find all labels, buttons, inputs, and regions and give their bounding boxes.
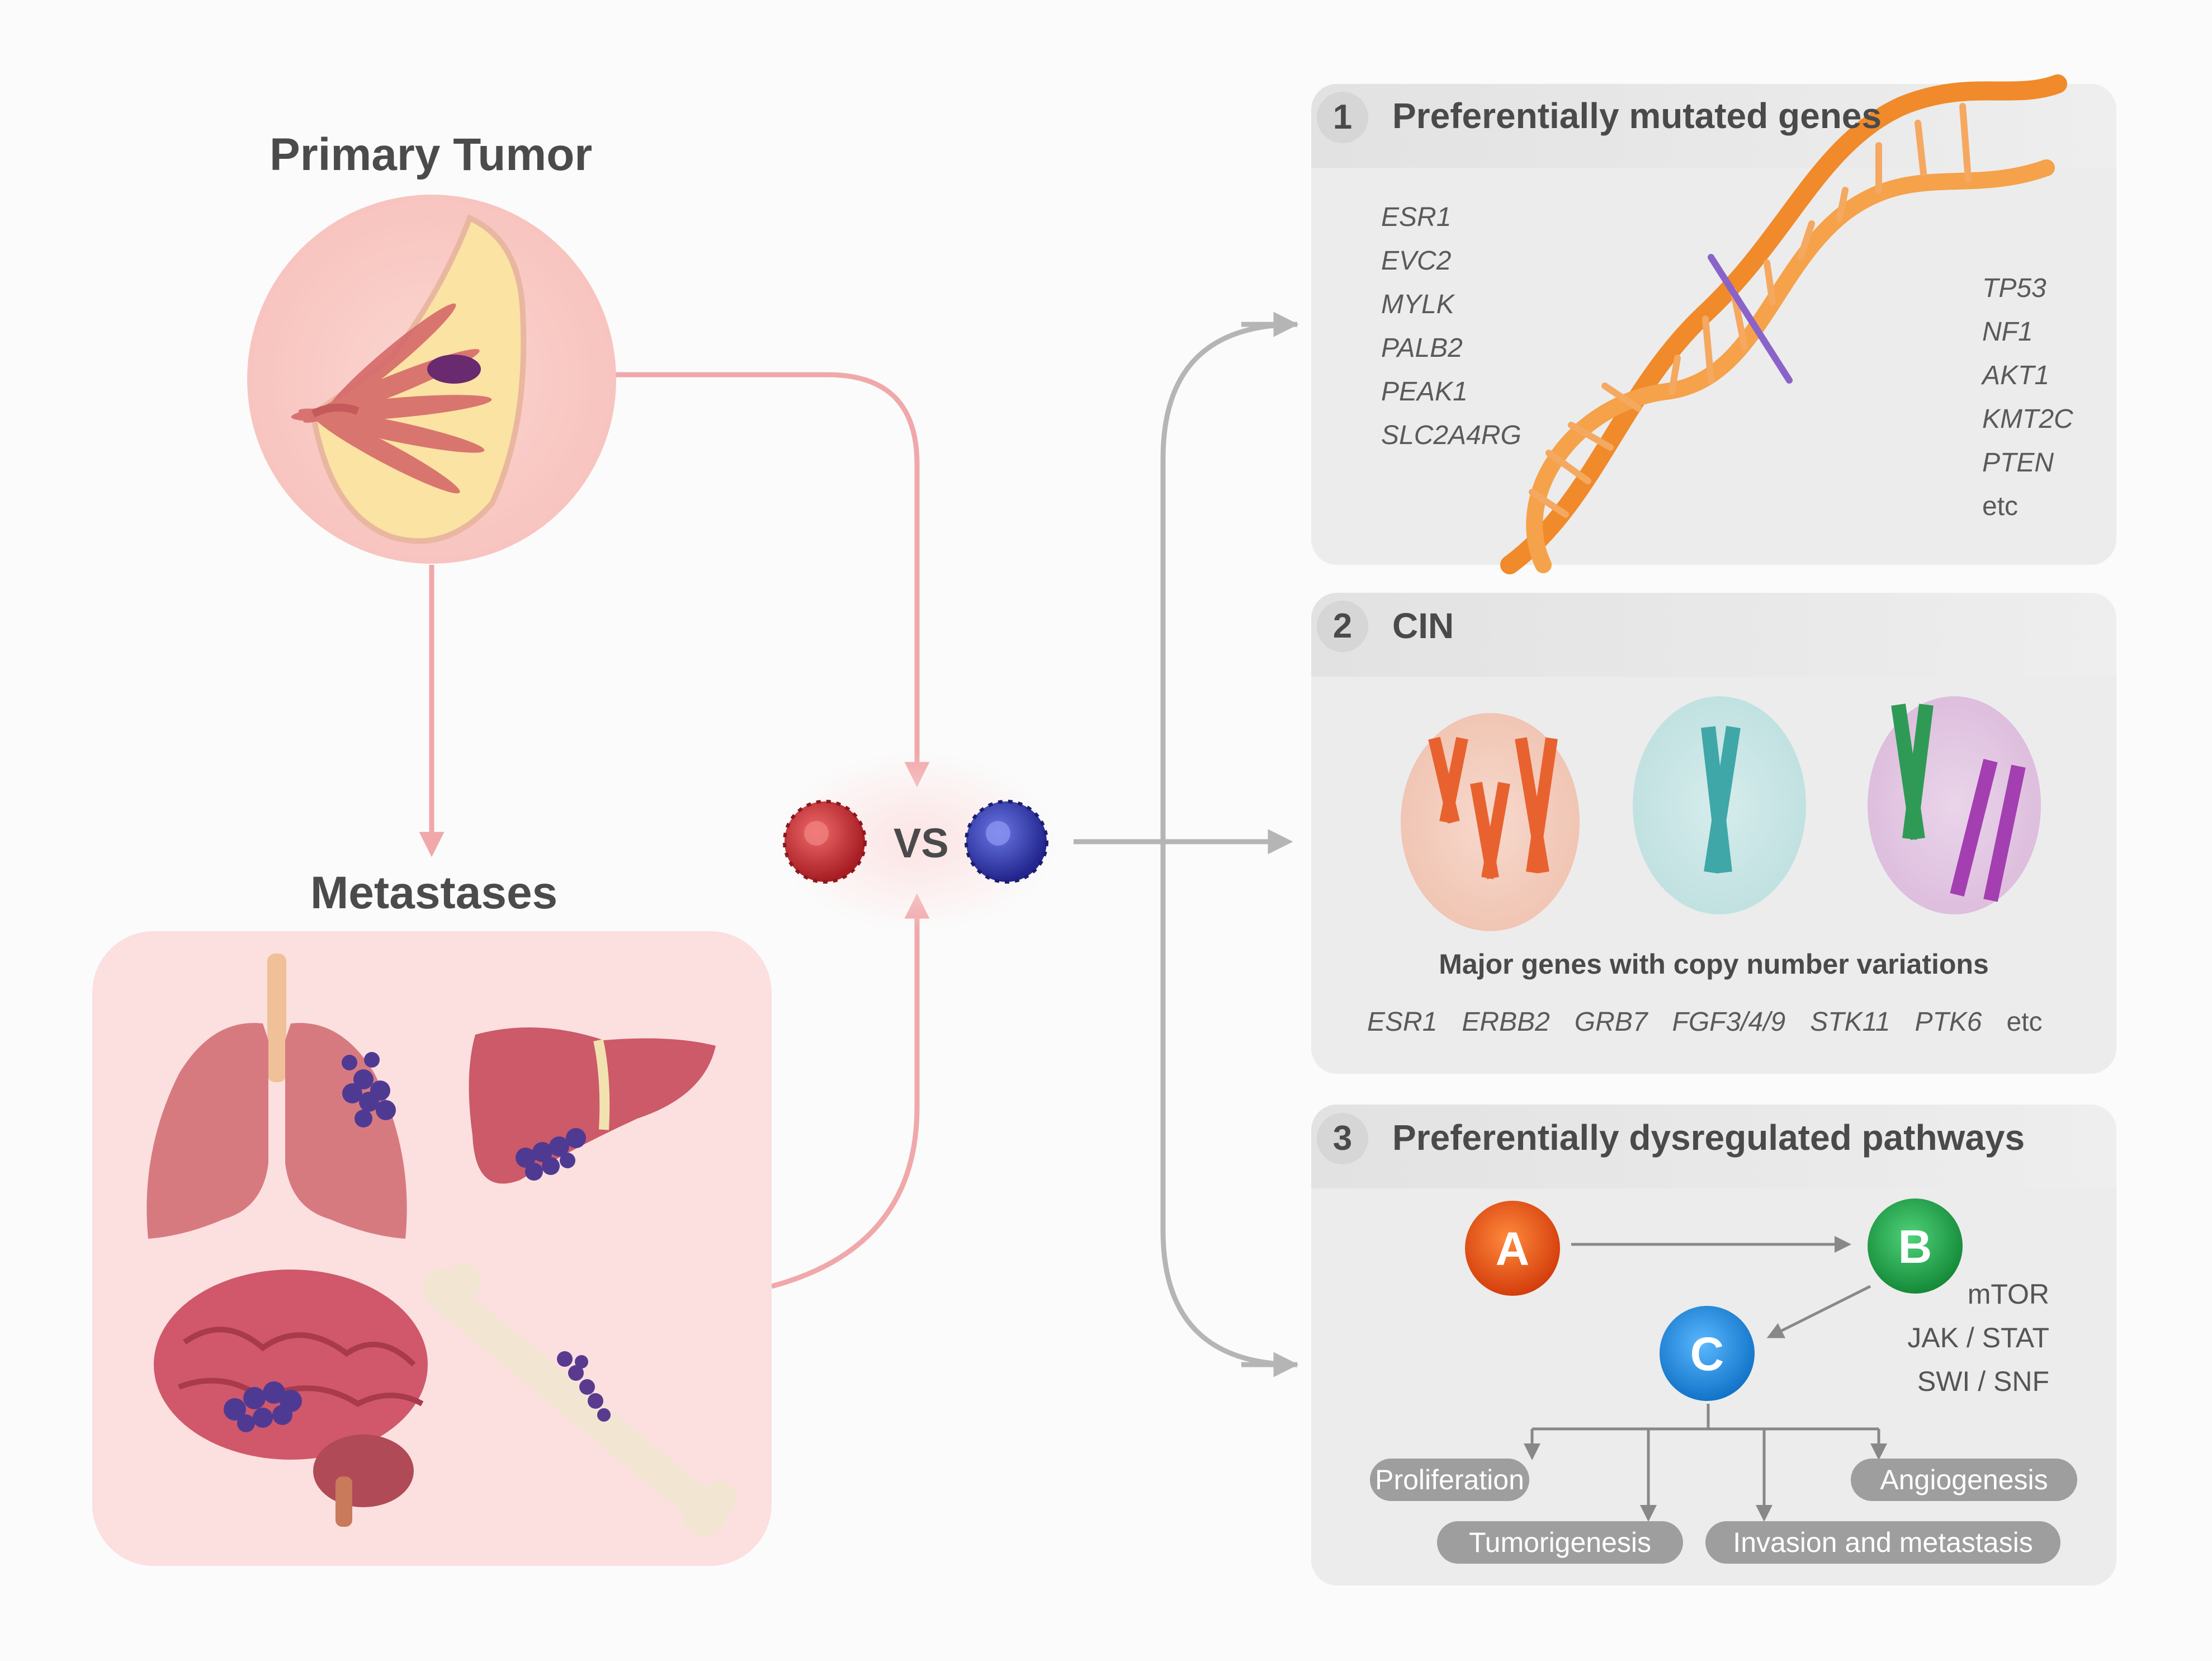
- cnv-gene: PTK6: [1915, 1007, 1982, 1037]
- cin-teal-cell: [1633, 696, 1806, 914]
- outcome-angiogenesis: Angiogenesis: [1851, 1459, 2077, 1501]
- cnv-gene-row: ESR1 ERBB2 GRB7 FGF3/4/9 STK11 PTK6 etc: [1367, 1007, 2067, 1037]
- pathway-name: SWI / SNF: [1917, 1366, 2049, 1397]
- node-c-label: C: [1690, 1328, 1724, 1380]
- tumor-to-vs-arrow: [615, 372, 930, 787]
- cin-caption: Major genes with copy number variations: [1439, 949, 1989, 980]
- panel-3-number: 3: [1317, 1113, 1368, 1164]
- gene-label: NF1: [1982, 317, 2033, 347]
- primary-tumor-title: Primary Tumor: [270, 129, 593, 180]
- metastatic-cell-icon: [965, 800, 1048, 884]
- panel-3-title: Preferentially dysregulated pathways: [1392, 1117, 2025, 1158]
- lungs-illustration: [146, 954, 407, 1239]
- gene-label: KMT2C: [1982, 404, 2073, 434]
- outcome-tumorigenesis: Tumorigenesis: [1437, 1521, 1683, 1564]
- c-outcome-tree: [1530, 1404, 1880, 1516]
- node-a: [1465, 1201, 1560, 1296]
- gene-label: PTEN: [1982, 448, 2054, 478]
- breast-illustration: [247, 195, 616, 564]
- cnv-gene: etc: [2006, 1007, 2043, 1037]
- gene-label: PALB2: [1381, 333, 1463, 363]
- panel-1-title: Preferentially mutated genes: [1392, 96, 1882, 136]
- pathway-diagram: A B C: [1465, 1198, 1963, 1522]
- vs-label: VS: [894, 820, 949, 866]
- bone-illustration: [423, 1263, 736, 1537]
- gene-label: MYLK: [1381, 290, 1454, 319]
- gene-label: AKT1: [1982, 361, 2050, 390]
- pathway-name: mTOR: [1967, 1278, 2049, 1310]
- node-c: [1660, 1306, 1755, 1401]
- gene-label: EVC2: [1381, 246, 1452, 276]
- mutated-genes-right-list: TP53 NF1 AKT1 KMT2C PTEN etc: [1982, 267, 2073, 528]
- node-b-label: B: [1898, 1220, 1932, 1273]
- gene-label: SLC2A4RG: [1381, 421, 1521, 450]
- brain-illustration: [154, 1270, 428, 1527]
- b-to-c-arrow: [1766, 1285, 1871, 1338]
- panel-2-title: CIN: [1392, 606, 1454, 646]
- outcome-invasion-metastasis: Invasion and metastasis: [1705, 1521, 2060, 1564]
- metastases-title: Metastases: [310, 867, 558, 918]
- pathway-name-list: mTOR JAK / STAT SWI / SNF: [1856, 1272, 2049, 1403]
- node-a-label: A: [1496, 1223, 1530, 1275]
- outcome-proliferation: Proliferation: [1370, 1459, 1529, 1501]
- gene-label: PEAK1: [1381, 377, 1468, 407]
- cin-purple-cell: [1868, 696, 2041, 914]
- cnv-gene: ERBB2: [1462, 1007, 1550, 1037]
- metastases-to-vs-arrow: [771, 893, 930, 1289]
- node-b: [1868, 1198, 1963, 1294]
- cin-orange-cell: [1401, 713, 1580, 931]
- cnv-gene: STK11: [1810, 1007, 1890, 1037]
- gene-label: etc: [1982, 492, 2019, 521]
- mutated-genes-left-list: ESR1 EVC2 MYLK PALB2 PEAK1 SLC2A4RG: [1381, 196, 1521, 457]
- bracket-line: [1160, 322, 1298, 1367]
- gene-label: TP53: [1982, 273, 2046, 303]
- panel-2-number: 2: [1317, 601, 1368, 652]
- cnv-gene: FGF3/4/9: [1672, 1007, 1786, 1037]
- dna-helix-illustration: [1500, 74, 2067, 574]
- cnv-gene: GRB7: [1574, 1007, 1648, 1037]
- panel-1-number: 1: [1317, 92, 1368, 143]
- gene-label: ESR1: [1381, 202, 1452, 232]
- cnv-gene: ESR1: [1367, 1007, 1438, 1037]
- vs-glow: [777, 752, 1057, 931]
- liver-illustration: [469, 1027, 716, 1184]
- pathway-name: JAK / STAT: [1907, 1322, 2049, 1353]
- primary-cell-icon: [783, 800, 867, 884]
